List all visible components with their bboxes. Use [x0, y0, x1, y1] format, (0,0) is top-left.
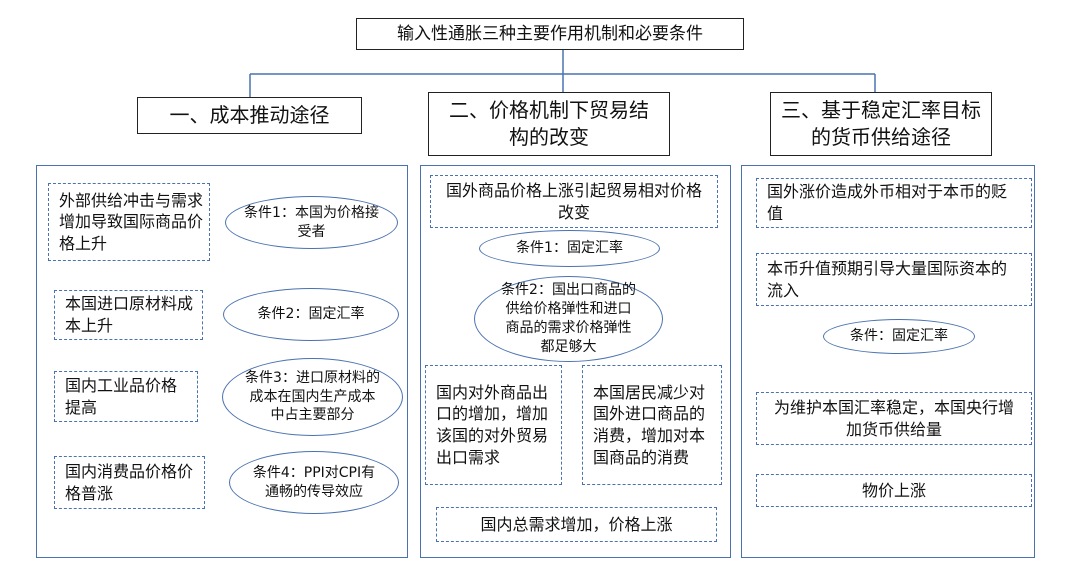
- heading-cost-push: 一、成本推动途径: [137, 97, 362, 134]
- c3-condition: 条件：固定汇率: [823, 319, 975, 354]
- c2-condition-1: 条件1：固定汇率: [479, 230, 660, 267]
- c1-condition-4: 条件4：PPI对CPI有通畅的传导效应: [229, 451, 399, 514]
- c3-step-4: 物价上涨: [756, 474, 1032, 507]
- c1-condition-1: 条件1：本国为价格接受者: [225, 196, 398, 249]
- c2-bottom-box: 国内总需求增加，价格上涨: [436, 507, 717, 542]
- c2-left-result: 国内对外商品出口的增加，增加该国的对外贸易出口需求: [425, 365, 562, 485]
- c1-step-3: 国内工业品价格提高: [54, 371, 198, 422]
- diagram-title: 输入性通胀三种主要作用机制和必要条件: [356, 18, 744, 50]
- c2-condition-2: 条件2：国出口商品的供给价格弹性和进口商品的需求价格弹性都足够大: [474, 276, 663, 362]
- c3-step-2: 本币升值预期引导大量国际资本的流入: [756, 253, 1032, 306]
- heading-trade-structure: 二、价格机制下贸易结构的改变: [428, 92, 670, 156]
- c1-step-4: 国内消费品价格价格普涨: [54, 456, 205, 509]
- c1-condition-3: 条件3：进口原材料的成本在国内生产成本中占主要部分: [222, 358, 403, 436]
- heading-money-supply: 三、基于稳定汇率目标的货币供给途径: [770, 92, 992, 156]
- c3-step-3: 为维护本国汇率稳定，本国央行增加货币供给量: [756, 392, 1032, 445]
- c1-step-1: 外部供给冲击与需求增加导致国际商品价格上升: [48, 183, 210, 261]
- c1-condition-2: 条件2：固定汇率: [223, 288, 399, 341]
- c2-top-box: 国外商品价格上涨引起贸易相对价格改变: [430, 175, 718, 228]
- c3-step-1: 国外涨价造成外币相对于本币的贬值: [756, 178, 1032, 228]
- c2-right-result: 本国居民减少对国外进口商品的消费，增加对本国商品的消费: [582, 365, 722, 485]
- c1-step-2: 本国进口原材料成本上升: [54, 290, 203, 340]
